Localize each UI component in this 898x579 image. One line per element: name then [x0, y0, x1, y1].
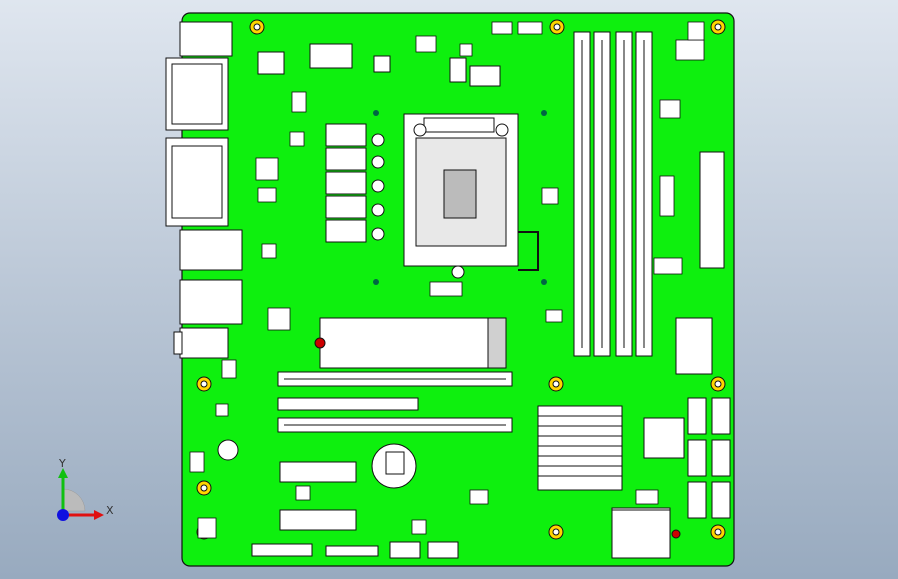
- audio-jack-port: [179, 327, 229, 359]
- pcie-slots: [277, 371, 513, 531]
- m2-slot: [611, 509, 671, 559]
- vga-port: [165, 57, 229, 131]
- lan-usb-port: [179, 279, 243, 325]
- atx-24pin: [699, 151, 725, 269]
- status-led: [671, 529, 681, 539]
- screw-hole-cpu-1: [373, 110, 379, 116]
- screw-hole-cpu-2: [541, 110, 547, 116]
- buzzer: [314, 337, 326, 349]
- x-axis-label: X: [106, 504, 114, 517]
- cmos-battery: [217, 439, 417, 489]
- dimm-slots: [573, 31, 653, 357]
- pch-heatsink: [319, 317, 507, 369]
- pci-slot-2: [279, 509, 357, 531]
- triad-origin-sector: [62, 488, 86, 512]
- vrm-components: [257, 51, 501, 243]
- rear-io-panel: [165, 21, 243, 359]
- rear-usb-stack: [179, 21, 233, 57]
- cpu-8pin: [309, 43, 353, 69]
- sata-ports: [687, 397, 731, 519]
- pci-slot-1: [279, 461, 357, 483]
- screw-hole-cpu-3: [373, 279, 379, 285]
- mounting-holes: [196, 19, 726, 540]
- power-connectors: [309, 43, 725, 375]
- dvi-port: [165, 137, 229, 227]
- misc-components: [189, 21, 705, 539]
- coordinate-triad: Y X: [57, 457, 114, 521]
- hdmi-usb-port: [179, 229, 243, 271]
- front-usb-ports: [251, 541, 459, 559]
- y-axis-label: Y: [58, 457, 66, 470]
- cpu-socket: [403, 113, 539, 279]
- x-axis-arrow: [94, 510, 104, 520]
- z-axis-marker: [57, 509, 69, 521]
- y-axis-arrow: [58, 468, 68, 478]
- screw-hole-cpu-4: [541, 279, 547, 285]
